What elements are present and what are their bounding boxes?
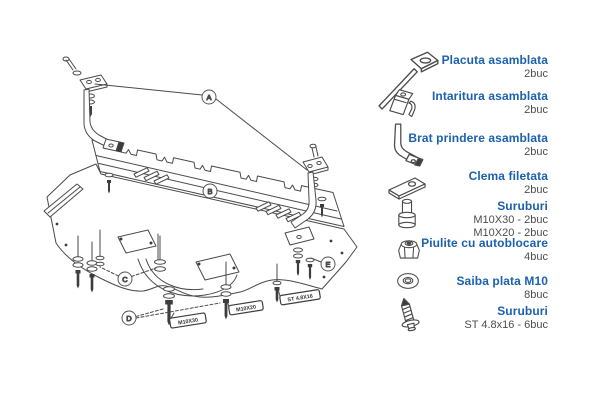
part-qty: 8buc: [524, 288, 548, 301]
part-qty: 2buc: [524, 145, 548, 158]
reinforcement-bracket-icon: [386, 84, 428, 126]
callout-d: D: [121, 310, 137, 326]
part-qty: 2buc: [524, 103, 548, 116]
lock-nut-icon: [390, 233, 428, 271]
part-tags: M10X30 M10X20 ST 4.8X16: [169, 289, 321, 329]
tag-st48x16: ST 4.8X16: [279, 289, 321, 306]
callout-c: C: [117, 271, 133, 287]
callout-d-letter: D: [126, 314, 132, 323]
callout-a-letter: A: [206, 93, 211, 102]
part-name: Piulite cu autoblocare: [421, 236, 548, 250]
tag-m10x30-text: M10X30: [178, 317, 199, 326]
part-name: Suruburi: [497, 199, 548, 213]
threaded-clip-icon: [385, 164, 429, 208]
part-name: Clema filetata: [468, 169, 548, 183]
part-qty: ST 4.8x16 - 6buc: [464, 318, 548, 331]
left-mounting-arm: [62, 56, 125, 153]
tag-m10x20: M10X20: [228, 300, 264, 316]
part-qty: M10X20 - 2buc: [473, 227, 548, 240]
mounting-arm-icon: [383, 122, 429, 168]
callout-b: B: [202, 183, 218, 199]
part-name: Saiba plata M10: [456, 274, 548, 288]
callout-e: E: [320, 256, 336, 272]
tag-m10x20-text: M10X20: [236, 304, 257, 313]
assembly-diagram: A B C D E: [43, 56, 358, 329]
tag-st48x16-text: ST 4.8X16: [287, 294, 313, 304]
callout-e-letter: E: [325, 260, 330, 269]
part-name: Intaritura asamblata: [431, 89, 548, 103]
skid-plate: [43, 163, 358, 298]
vent-slots: [133, 167, 302, 223]
part-qty: 4buc: [524, 250, 548, 263]
plate-rod-icon: [377, 44, 443, 110]
plate-holes: [55, 222, 344, 279]
callouts: A B C D E: [117, 89, 336, 326]
bolt-icon: [387, 195, 427, 235]
callout-c-letter: C: [122, 275, 128, 284]
part-name: Suruburi: [497, 304, 548, 318]
tag-m10x30: M10X30: [169, 312, 207, 329]
part-qty: M10X30 - 2buc: [473, 213, 548, 226]
part-name: Brat prindere asamblata: [408, 131, 548, 145]
self-tapping-screw-icon: [388, 295, 430, 337]
part-qty: 2buc: [524, 183, 548, 196]
hardware-stacks: [72, 172, 327, 326]
callout-a: A: [201, 89, 217, 105]
callout-leaders: [94, 83, 322, 321]
callout-b-letter: B: [207, 187, 212, 196]
washer-icon: [389, 262, 427, 300]
part-qty: 2buc: [524, 67, 548, 80]
part-name: Placuta asamblata: [441, 53, 548, 67]
right-mounting-arm: [284, 143, 329, 246]
